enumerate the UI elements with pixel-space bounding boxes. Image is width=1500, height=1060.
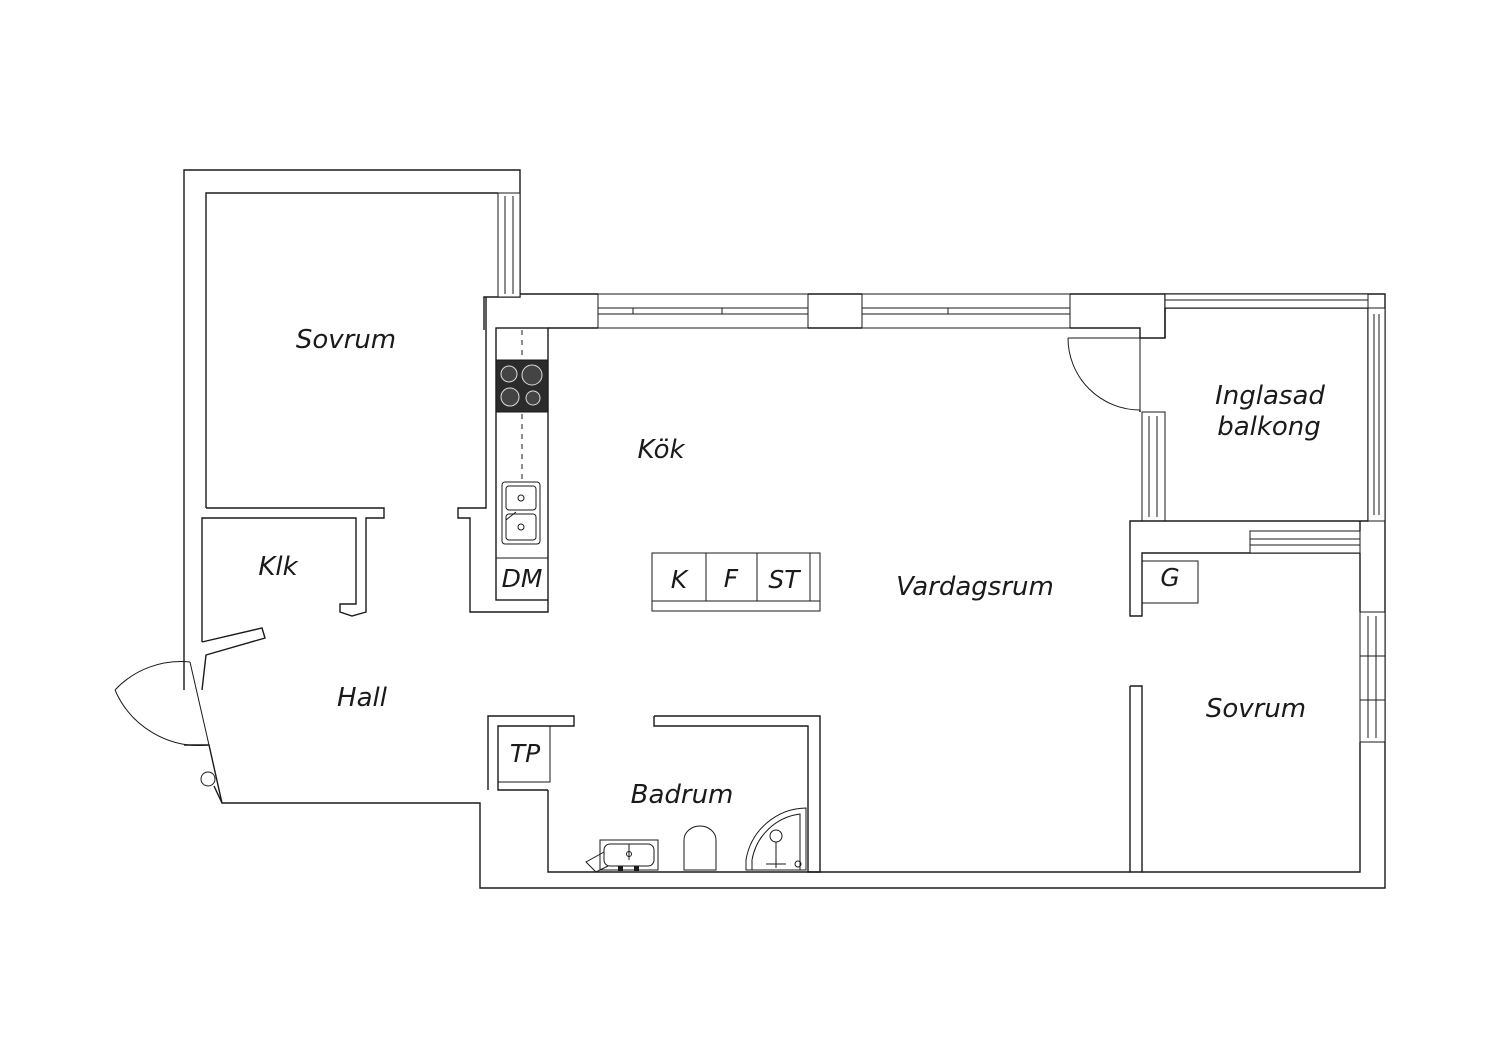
room-labels: Sovrum Kök Klk Hall Vardagsrum Inglasad … [258,325,1325,810]
toilet-icon [683,825,717,871]
kitchen-island [651,552,821,612]
room-label-kok: Kök [637,435,685,465]
outer-walls [183,169,1386,889]
bathroom-walls [487,715,821,873]
entrance-door [114,627,266,804]
bedroom-walls-right [1129,520,1386,873]
room-label-balkong: balkong [1217,412,1321,442]
room-label-klk: Klk [258,552,298,582]
room-label-sovrum-left: Sovrum [296,325,396,355]
bedroom-walls-left [201,192,549,642]
shower-icon [745,807,807,871]
window-top-left [597,293,809,329]
room-label-vardagsrum: Vardagsrum [896,572,1054,602]
washbasin-icon [585,839,659,873]
fixture-label-g: G [1160,563,1179,592]
stove-icon [495,359,549,413]
room-label-inglasad: Inglasad [1215,381,1325,411]
fixture-label-dm: DM [502,564,543,593]
room-label-badrum: Badrum [631,780,734,810]
fixture-label-st: ST [768,565,801,594]
room-label-hall: Hall [337,683,388,713]
room-label-sovrum-right: Sovrum [1206,694,1306,724]
window-top-right [861,293,1071,329]
fixture-label-f: F [724,564,739,593]
kitchen-counter [495,327,549,601]
glazed-balcony [1139,293,1386,522]
fixture-labels: DM K F ST G TP [502,563,1180,768]
fixture-label-k: K [671,565,690,594]
fixture-label-tp: TP [510,739,541,768]
sink-icon [501,481,541,545]
door-swing-icon [1067,337,1141,411]
